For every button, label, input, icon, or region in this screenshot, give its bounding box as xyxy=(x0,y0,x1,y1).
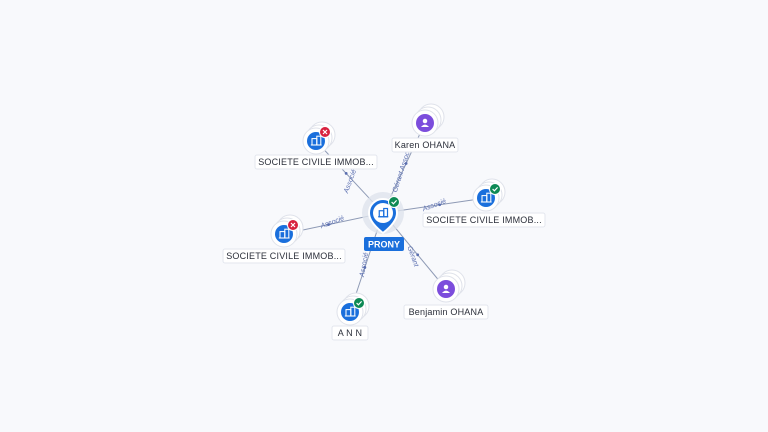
graph-node-n5[interactable]: A N N xyxy=(331,292,370,341)
cross-icon xyxy=(287,219,299,231)
node-label: SOCIETE CIVILE IMMOB... xyxy=(226,251,342,261)
node-label: SOCIETE CIVILE IMMOB... xyxy=(426,215,542,225)
edge-arrow xyxy=(404,162,408,165)
cross-icon xyxy=(319,126,331,138)
node-label-box xyxy=(222,248,346,264)
node-label-box xyxy=(391,137,459,153)
check-icon xyxy=(489,183,501,195)
graph-node-n3[interactable]: SOCIETE CIVILE IMMOB... xyxy=(422,178,546,228)
check-icon xyxy=(353,297,365,309)
edge-relation-label: Gérant Associé xyxy=(392,146,413,194)
edge-arrow xyxy=(363,266,367,269)
node-label: SOCIETE CIVILE IMMOB... xyxy=(258,157,374,167)
edge-relation-label: Gérant xyxy=(405,245,419,268)
node-label-box xyxy=(331,325,369,341)
edge-relation-label: Associé xyxy=(421,198,447,213)
check-icon xyxy=(388,196,400,208)
node-label-box xyxy=(403,304,489,320)
graph-node-n2[interactable]: Karen OHANA xyxy=(391,103,459,153)
center-node[interactable]: PRONY xyxy=(362,192,404,251)
edge-arrow xyxy=(416,253,420,257)
edge-relation-label: Associé xyxy=(319,215,345,230)
edge-arrow xyxy=(344,172,348,175)
node-label: Benjamin OHANA xyxy=(409,307,484,317)
edge-relation-label: Associé xyxy=(359,252,370,278)
edge-arrow xyxy=(438,203,442,207)
node-label-box xyxy=(254,154,378,170)
node-label-box xyxy=(422,212,546,228)
edge-arrow xyxy=(327,223,330,226)
graph-node-n4[interactable]: SOCIETE CIVILE IMMOB... xyxy=(222,214,346,264)
graph-node-n1[interactable]: SOCIETE CIVILE IMMOB... xyxy=(254,121,378,170)
graph-node-n6[interactable]: Benjamin OHANA xyxy=(403,269,489,320)
building-icon xyxy=(378,207,389,218)
center-label: PRONY xyxy=(368,240,400,250)
node-label: Karen OHANA xyxy=(395,140,456,150)
node-label: A N N xyxy=(338,328,363,338)
